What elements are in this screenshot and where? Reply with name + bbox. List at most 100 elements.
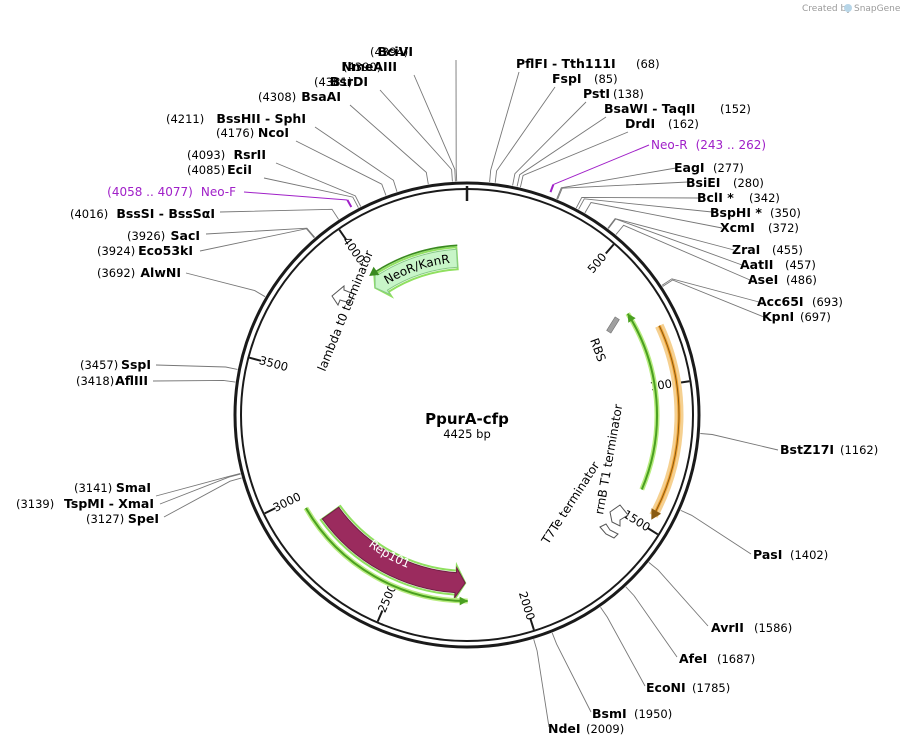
tick-3500 bbox=[249, 356, 262, 362]
leader-lines bbox=[152, 59, 779, 728]
leader-ncoi bbox=[295, 140, 387, 196]
site-pos-bsphi: (350) bbox=[770, 206, 801, 220]
leader-afliii bbox=[152, 379, 236, 383]
primer-leader-neo-r bbox=[553, 144, 650, 186]
leader-bsawi bbox=[516, 116, 607, 187]
site-pos-fspi: (85) bbox=[594, 72, 618, 86]
site-bsawi: BsaWI - TaqII(152) bbox=[604, 101, 751, 116]
site-afei: AfeI(1687) bbox=[679, 651, 755, 666]
orange-cds-outline bbox=[653, 325, 680, 516]
site-name-pasi: PasI bbox=[753, 547, 782, 562]
plasmid-name: PpurA-cfp bbox=[425, 410, 509, 428]
site-saci: SacI(3926) bbox=[127, 228, 200, 243]
site-pos-asei: (486) bbox=[786, 273, 817, 287]
site-name-asei: AseI bbox=[748, 272, 778, 287]
site-pasi: PasI (1402) bbox=[753, 547, 828, 562]
green-arc-bottom-arrowhead bbox=[459, 596, 468, 606]
leader-zrai bbox=[607, 218, 735, 251]
site-bcli: BclI *(342) bbox=[697, 190, 780, 205]
neor-kanr-underline-arrowhead bbox=[369, 266, 380, 276]
leader-pasi bbox=[680, 509, 752, 555]
leader-bsiei bbox=[557, 181, 689, 200]
primer-neo-r: Neo-R(243 .. 262) bbox=[549, 138, 766, 193]
leader-sspi bbox=[155, 364, 238, 370]
site-bsssi: BssSI - BssSαI(4016) bbox=[70, 206, 215, 221]
rrnb-t1-label: rrnB T1 terminator bbox=[592, 403, 625, 515]
site-pos-acc65i: (693) bbox=[812, 295, 843, 309]
leader-bsssi bbox=[219, 208, 339, 220]
site-pos-bcli: (342) bbox=[749, 191, 780, 205]
site-tspmi: TspMI - XmaI(3139) bbox=[16, 496, 154, 511]
primers: Neo-R(243 .. 262) (4058 .. 4077)Neo-F bbox=[107, 138, 766, 208]
tick-label-3000: 3000 bbox=[271, 489, 303, 514]
site-name-bsaai: BsaAI bbox=[301, 89, 341, 104]
lambda-t0-label: lambda t0 terminator bbox=[315, 248, 376, 373]
site-psti: PstI(138) bbox=[583, 86, 644, 101]
site-name-aatii: AatII bbox=[740, 257, 773, 272]
site-pos-aatii: (457) bbox=[785, 258, 816, 272]
credit-prefix: Created by bbox=[802, 4, 852, 14]
orange-cds-arrowhead bbox=[651, 508, 662, 520]
site-pos-drdi: (162) bbox=[668, 117, 699, 131]
site-pos-afei: (1687) bbox=[717, 652, 755, 666]
site-pos-avrii: (1586) bbox=[754, 621, 792, 635]
site-name-tspmi: TspMI - XmaI bbox=[64, 496, 154, 511]
site-pos-bsmi: (1950) bbox=[634, 707, 672, 721]
tick-label-2000: 2000 bbox=[516, 590, 538, 622]
tick-label-500: 500 bbox=[585, 250, 610, 276]
site-bsrdi: BsrDI(4381) bbox=[314, 74, 368, 89]
snapgene-logo-icon bbox=[844, 4, 852, 12]
leader-drdi bbox=[519, 131, 629, 188]
site-asei: AseI (486) bbox=[748, 272, 817, 287]
tick-3000 bbox=[264, 507, 276, 515]
leader-bstz17i bbox=[700, 433, 779, 451]
site-pflfi: PflFI - Tth111I(68) bbox=[516, 56, 660, 71]
primer-neo-f: (4058 .. 4077)Neo-F bbox=[107, 185, 353, 208]
leader-fspi bbox=[494, 86, 556, 183]
site-pos-bsiei: (280) bbox=[733, 176, 764, 190]
tick-2000 bbox=[529, 618, 535, 631]
site-ndei: NdeI(2009) bbox=[548, 721, 624, 736]
leader-acc65i bbox=[661, 278, 760, 303]
site-pos-bsawi: (152) bbox=[720, 102, 751, 116]
leader-aatii bbox=[608, 218, 743, 266]
leader-spei bbox=[163, 477, 242, 518]
site-name-ecii: EciI bbox=[227, 162, 252, 177]
site-pos-afliii: (3418) bbox=[76, 374, 114, 388]
rbs-label: RBS bbox=[587, 336, 608, 363]
site-xcmi: XcmI(372) bbox=[720, 220, 799, 235]
tick-2500 bbox=[376, 610, 384, 622]
site-name-acc65i: Acc65I bbox=[757, 294, 804, 309]
site-bsmi: BsmI(1950) bbox=[592, 706, 672, 721]
rbs-marker bbox=[606, 316, 620, 334]
leader-bsmi bbox=[551, 632, 592, 713]
site-name-zrai: ZraI bbox=[732, 242, 760, 257]
site-pos-ncoi: (4176) bbox=[216, 126, 254, 140]
site-pos-ndei: (2009) bbox=[586, 722, 624, 736]
site-pos-nmeaiii: (4390) bbox=[343, 60, 381, 74]
leader-tspmi bbox=[159, 473, 241, 505]
site-fspi: FspI(85) bbox=[552, 71, 618, 86]
site-kpni: KpnI (697) bbox=[762, 309, 831, 324]
site-ecii: EciI(4085) bbox=[187, 162, 252, 177]
tick-1500 bbox=[647, 527, 659, 536]
site-bsaai: BsaAI(4308) bbox=[258, 89, 341, 104]
site-smai: SmaI(3141) bbox=[74, 480, 151, 495]
leader-avrii bbox=[648, 562, 709, 627]
site-pos-pasi: (1402) bbox=[790, 548, 828, 562]
site-name-kpni: KpnI bbox=[762, 309, 794, 324]
site-name-smai: SmaI bbox=[116, 480, 151, 495]
lambda-t0-terminator-icon bbox=[331, 284, 355, 307]
leader-psti bbox=[512, 101, 587, 186]
site-pos-xcmi: (372) bbox=[768, 221, 799, 235]
site-pos-kpni: (697) bbox=[800, 310, 831, 324]
leader-bcli bbox=[575, 196, 700, 209]
site-bsshii: BssHII - SphI(4211) bbox=[166, 111, 306, 126]
site-name-spei: SpeI bbox=[128, 511, 159, 526]
site-pos-bcivi: (4394) bbox=[370, 45, 408, 59]
backbone-outer-strand bbox=[233, 181, 701, 649]
t7te-label: T7Te terminator bbox=[538, 459, 602, 547]
tick-4000 bbox=[338, 229, 347, 241]
leader-bsaai bbox=[349, 104, 429, 185]
